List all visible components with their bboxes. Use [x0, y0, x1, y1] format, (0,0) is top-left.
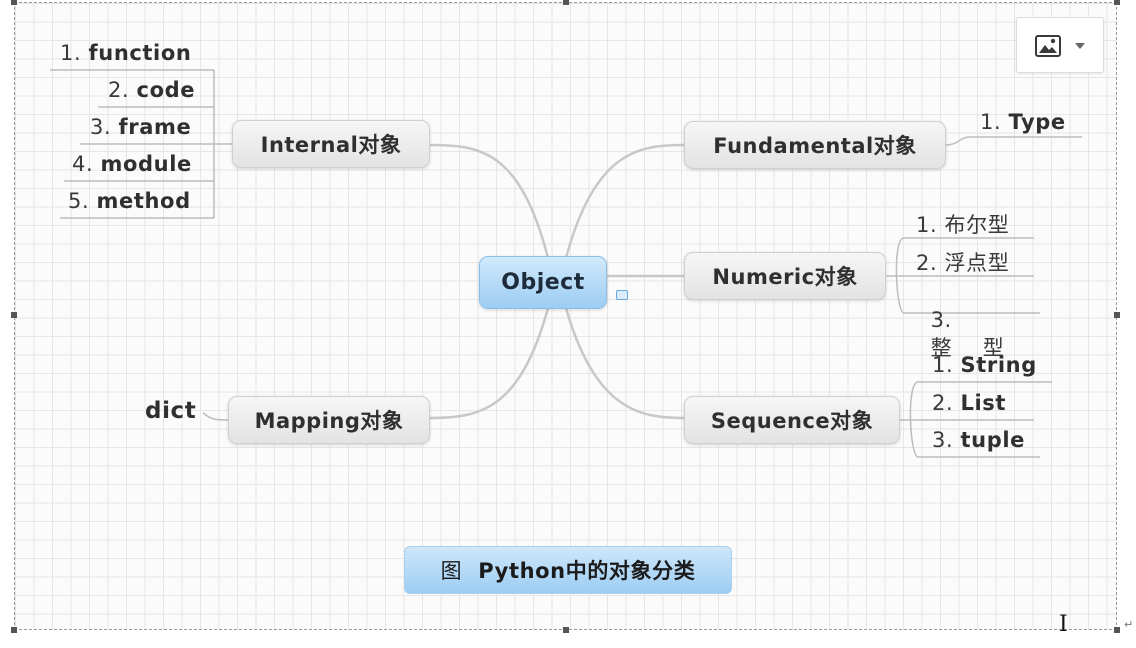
- internal-item-2[interactable]: 2. code: [108, 78, 195, 102]
- connector-sequence: [564, 306, 686, 420]
- item-text: 浮点型: [944, 251, 1010, 275]
- internal-item-5[interactable]: 5. method: [68, 189, 191, 213]
- sequence-item-2[interactable]: 2. List: [932, 391, 1006, 415]
- item-text: 布尔型: [944, 213, 1010, 237]
- connector-fundamental: [564, 143, 686, 260]
- numeric-item-3[interactable]: 3. 整 型: [916, 284, 1004, 362]
- topic-mapping[interactable]: Mapping对象: [228, 396, 430, 444]
- resize-handle-middle-right[interactable]: [1114, 312, 1120, 318]
- item-number: 1.: [932, 353, 954, 377]
- item-text: List: [960, 391, 1007, 415]
- caption-text: Python中的对象分类: [478, 559, 696, 583]
- resize-handle-middle-left[interactable]: [11, 312, 17, 318]
- paragraph-return-icon: ↵: [1124, 618, 1134, 631]
- item-text: method: [96, 189, 191, 213]
- connector-mapping: [428, 306, 550, 420]
- topic-sequence[interactable]: Sequence对象: [684, 396, 900, 444]
- numeric-item-1[interactable]: 1. 布尔型: [916, 209, 1009, 239]
- item-number: 1.: [60, 41, 82, 65]
- item-number: 1.: [916, 213, 938, 237]
- sequence-item-3[interactable]: 3. tuple: [932, 428, 1025, 452]
- item-text: dict: [145, 398, 197, 424]
- item-text: String: [960, 353, 1037, 377]
- text-cursor-icon: I: [1059, 612, 1068, 637]
- item-number: 1.: [980, 110, 1002, 134]
- resize-handle-top-middle[interactable]: [563, 0, 569, 5]
- figure-caption[interactable]: 图 Python中的对象分类: [404, 546, 732, 594]
- item-number: 4.: [72, 152, 94, 176]
- internal-item-1[interactable]: 1. function: [60, 41, 191, 65]
- item-text: 整 型: [930, 336, 1005, 360]
- item-number: 2.: [108, 78, 130, 102]
- item-text: function: [88, 41, 192, 65]
- internal-item-4[interactable]: 4. module: [72, 152, 192, 176]
- item-text: tuple: [960, 428, 1025, 452]
- item-number: 2.: [916, 251, 938, 275]
- item-text: code: [136, 78, 196, 102]
- item-number: 3.: [932, 428, 954, 452]
- fundamental-item-1[interactable]: 1. Type: [980, 110, 1066, 134]
- topic-internal[interactable]: Internal对象: [232, 120, 430, 168]
- item-text: module: [100, 152, 192, 176]
- connector-internal: [428, 143, 550, 260]
- internal-item-3[interactable]: 3. frame: [90, 115, 191, 139]
- topic-numeric-label: Numeric对象: [712, 265, 858, 289]
- item-number: 2.: [932, 391, 954, 415]
- item-number: 3.: [930, 308, 952, 332]
- resize-handle-top-right[interactable]: [1114, 0, 1120, 5]
- item-text: Type: [1008, 110, 1066, 134]
- resize-handle-bottom-right[interactable]: [1114, 627, 1120, 633]
- root-topic-label: Object: [501, 270, 585, 295]
- item-number: 3.: [90, 115, 112, 139]
- sequence-item-1[interactable]: 1. String: [932, 353, 1037, 377]
- resize-handle-bottom-left[interactable]: [11, 627, 17, 633]
- resize-handle-bottom-middle[interactable]: [563, 627, 569, 633]
- topic-sequence-label: Sequence对象: [710, 409, 874, 433]
- mapping-item-1[interactable]: dict: [145, 398, 196, 424]
- collapse-toggle-icon[interactable]: [616, 290, 628, 300]
- item-text: frame: [118, 115, 192, 139]
- topic-internal-label: Internal对象: [260, 133, 402, 157]
- topic-fundamental[interactable]: Fundamental对象: [684, 121, 946, 169]
- topic-fundamental-label: Fundamental对象: [713, 134, 917, 158]
- image-layout-button[interactable]: [1016, 17, 1104, 73]
- resize-handle-top-left[interactable]: [11, 0, 17, 5]
- topic-mapping-label: Mapping对象: [254, 409, 404, 433]
- image-icon: [1035, 35, 1061, 57]
- chevron-down-icon[interactable]: [1075, 43, 1085, 49]
- numeric-item-2[interactable]: 2. 浮点型: [916, 247, 1009, 277]
- caption-prefix: 图: [440, 559, 463, 583]
- root-topic-object[interactable]: Object: [479, 256, 607, 309]
- topic-numeric[interactable]: Numeric对象: [684, 252, 886, 300]
- item-number: 5.: [68, 189, 90, 213]
